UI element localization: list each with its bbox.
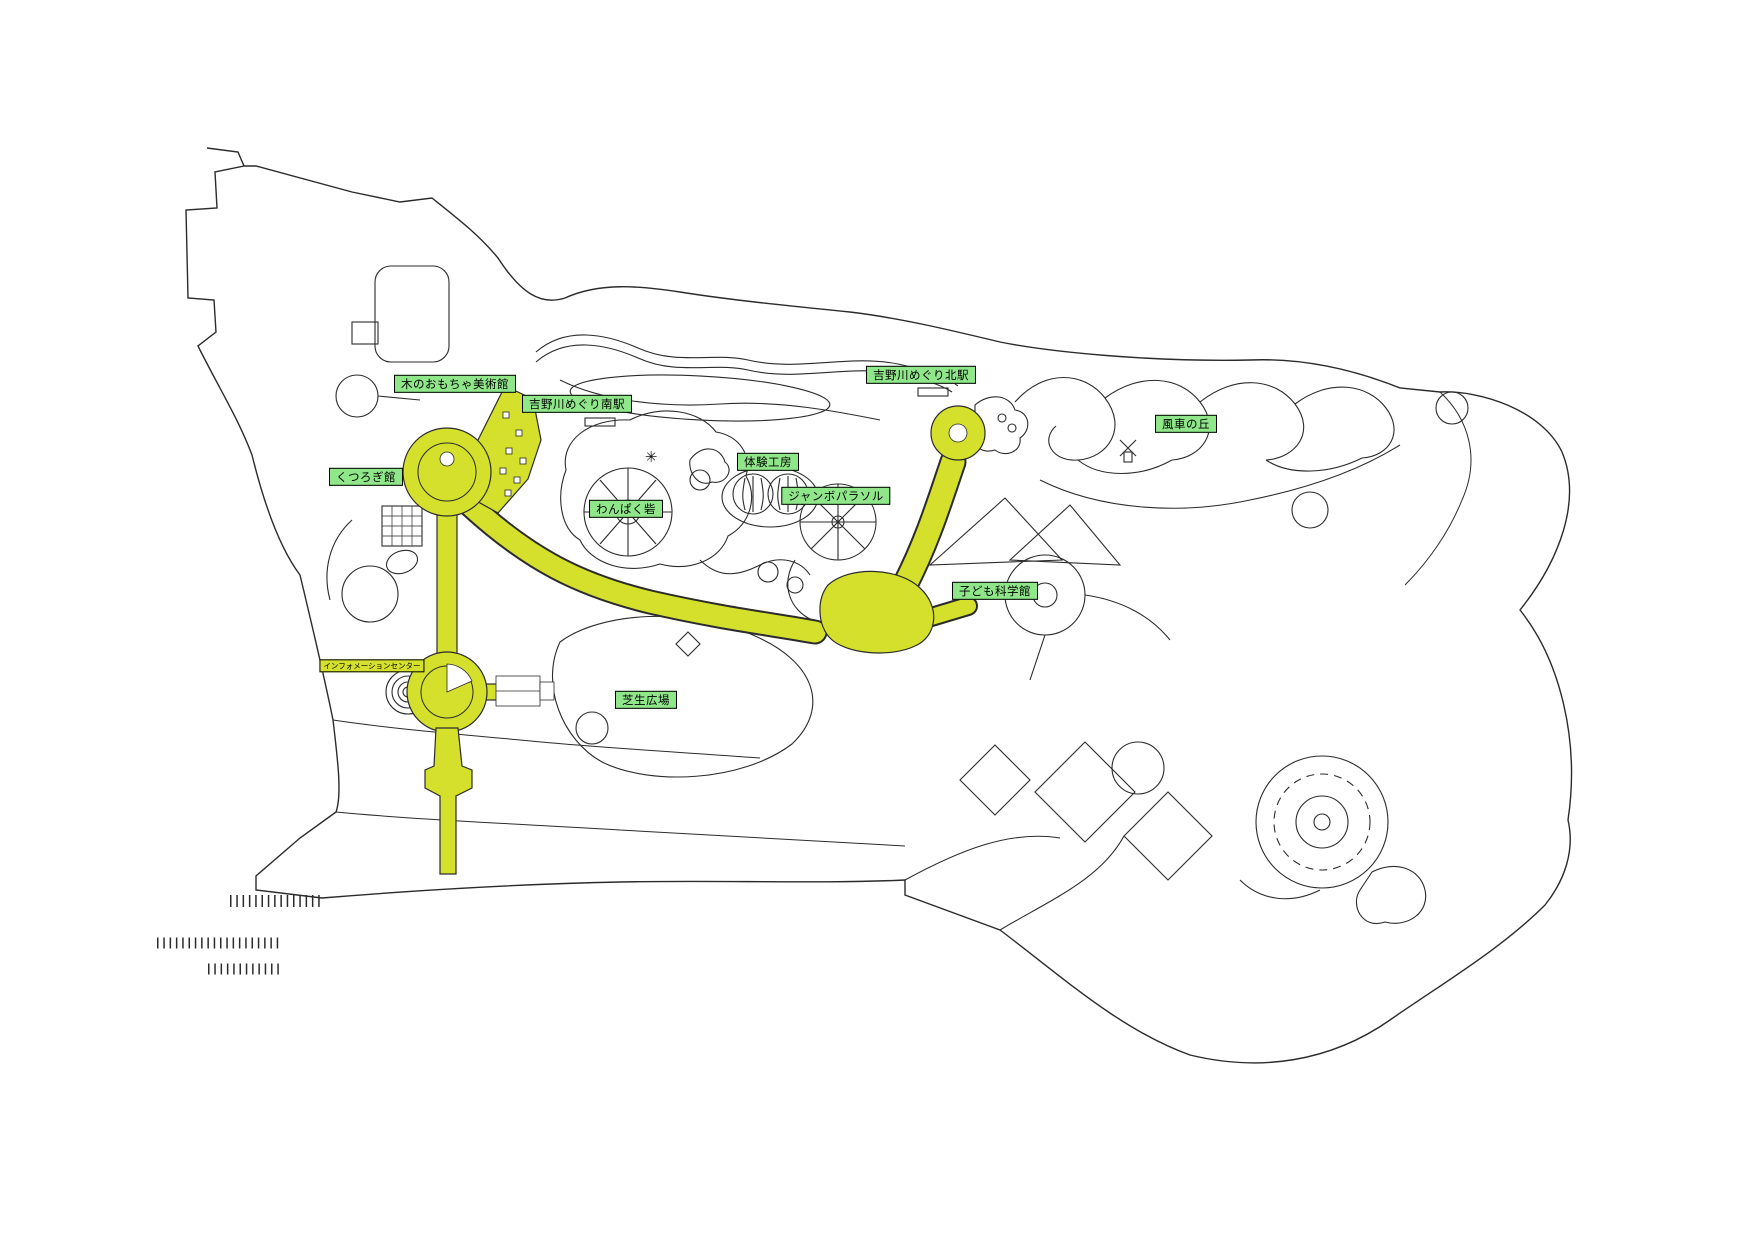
map-label-relaxation-hall: くつろぎ館: [329, 467, 403, 487]
map-label-lawn-plaza: 芝生広場: [615, 690, 677, 710]
asterisk-marker-icon: ✳: [644, 448, 658, 466]
map-label-yoshinogawa-north-station: 吉野川めぐり北駅: [866, 365, 976, 385]
map-label-information-center: インフォメーションセンター: [319, 659, 425, 673]
map-label-wanpaku-fort: わんぱく砦: [589, 499, 663, 519]
highlight-path-network: [402, 385, 986, 875]
map-label-experience-workshop: 体験工房: [737, 452, 799, 472]
map-label-yoshinogawa-south-station: 吉野川めぐり南駅: [522, 394, 632, 414]
map-label-wooden-toy-museum: 木のおもちゃ美術館: [394, 374, 516, 394]
map-label-children-science-museum: 子ども科学館: [952, 581, 1038, 601]
map-label-windmill-hill: 風車の丘: [1155, 414, 1217, 434]
map-label-jumbo-parasol: ジャンボパラソル: [781, 486, 891, 506]
